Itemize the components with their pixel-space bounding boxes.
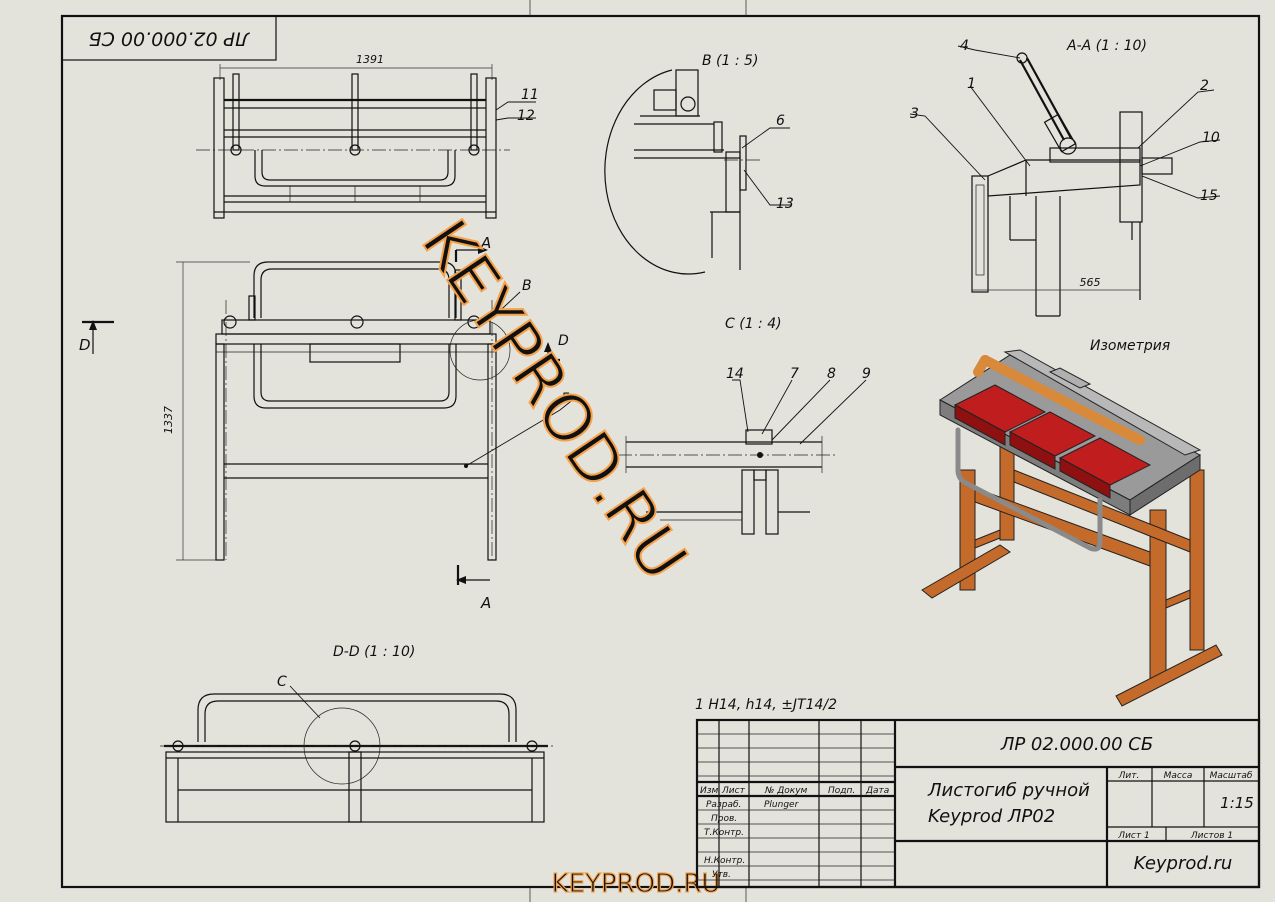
iso-leg [959, 469, 976, 591]
mark-d-left: D [79, 336, 91, 354]
callout-1: 1 [967, 76, 976, 92]
view-c: C (1 : 4) 14 7 8 9 [618, 316, 871, 535]
iso-foot [921, 544, 1011, 599]
dim-height: 1337 [162, 406, 175, 434]
isometric-view: Изометрия [921, 338, 1223, 707]
front-view: 1337 B 5 A A D [79, 234, 576, 612]
iso-brace [1165, 589, 1191, 609]
callout-7: 7 [790, 366, 799, 382]
sheet-label: Лист 1 [1117, 831, 1149, 841]
callout-4: 4 [960, 38, 969, 54]
hdr-list: Лист [721, 786, 746, 796]
callout-6: 6 [776, 113, 785, 129]
iso-title: Изометрия [1090, 338, 1170, 354]
lit-label: Лит. [1118, 771, 1140, 781]
rotated-stamp-code: ЛР 02.000.00 СБ [89, 28, 251, 50]
company-name: Keyprod.ru [1134, 853, 1233, 874]
callout-2: 2 [1200, 78, 1209, 94]
iso-foot [1115, 644, 1223, 707]
iso-leg [1189, 469, 1205, 651]
iso-crossbar [974, 487, 1151, 567]
callout-15: 15 [1200, 188, 1218, 204]
developer-name: Plunger [764, 800, 800, 810]
callout-12: 12 [517, 108, 535, 124]
sheets-label: Листов 1 [1190, 831, 1233, 841]
iso-clamp-beam-side [1059, 457, 1111, 499]
iso-brace [974, 529, 1001, 549]
watermark-diagonal: KEYPROD.RU [407, 208, 701, 594]
iso-bracket [1048, 367, 1092, 389]
tolerance-note: 1 H14, h14, ±JT14/2 [695, 697, 837, 713]
mark-a-bottom: A [480, 594, 491, 612]
callout-10: 10 [1202, 130, 1220, 146]
iso-handle-end [973, 355, 990, 377]
hdr-izm: Изм [700, 786, 719, 796]
drawing-frame [60, 14, 1261, 889]
mark-d-right: D [558, 333, 569, 349]
callout-11: 11 [521, 87, 539, 103]
role-razrab: Разраб. [706, 800, 741, 810]
view-b: B (1 : 5) 6 13 [604, 53, 794, 275]
hdr-date: Дата [865, 786, 889, 796]
view-c-title: C (1 : 4) [725, 316, 782, 332]
iso-table-end [1129, 454, 1201, 516]
product-name-line2: Keyprod ЛР02 [928, 806, 1055, 827]
iso-handle [980, 355, 1145, 445]
hdr-sign: Подп. [828, 786, 855, 796]
scale-label: Масштаб [1210, 771, 1253, 781]
title-block: Изм Лист № Докум Подп. Дата Разраб. Plun… [695, 718, 1261, 889]
iso-clamp-beam-side [1009, 431, 1056, 470]
callout-8: 8 [827, 366, 836, 382]
hdr-doc: № Докум [764, 786, 808, 796]
iso-fold-tube [955, 427, 1103, 552]
mark-b: B [522, 278, 532, 294]
dim-width: 1391 [356, 53, 384, 66]
callout-5: 5 [561, 391, 570, 407]
title-block-code: ЛР 02.000.00 СБ [1000, 734, 1153, 755]
section-aa-title: A-A (1 : 10) [1066, 38, 1147, 54]
callout-13: 13 [776, 196, 794, 212]
callout-3: 3 [910, 106, 919, 122]
role-utv: Утв. [712, 870, 731, 880]
callout-14: 14 [726, 366, 744, 382]
section-dd: D-D (1 : 10) C [160, 644, 556, 823]
top-view: 1391 11 12 [196, 53, 539, 219]
product-name-line1: Листогиб ручной [927, 780, 1090, 801]
iso-clamp-beam-side [954, 404, 1006, 446]
mark-c: C [277, 674, 287, 690]
role-tkontr: Т.Контр. [704, 828, 744, 838]
scale-value: 1:15 [1220, 794, 1254, 812]
section-aa: A-A (1 : 10) 565 4 1 3 2 10 15 [909, 38, 1221, 317]
section-dd-title: D-D (1 : 10) [333, 644, 415, 660]
view-b-title: B (1 : 5) [702, 53, 758, 69]
rotated-stamp: ЛР 02.000.00 СБ [61, 15, 277, 61]
role-nkontr: Н.Контр. [704, 856, 745, 866]
mass-label: Масса [1164, 771, 1193, 781]
role-prov: Пров. [711, 814, 737, 824]
callout-9: 9 [862, 366, 871, 382]
dim-depth: 565 [1080, 276, 1101, 289]
mark-a-top: A [480, 234, 491, 252]
watermark-bottom: KEYPROD.RU [552, 869, 721, 899]
iso-rear-rail [1003, 349, 1202, 456]
